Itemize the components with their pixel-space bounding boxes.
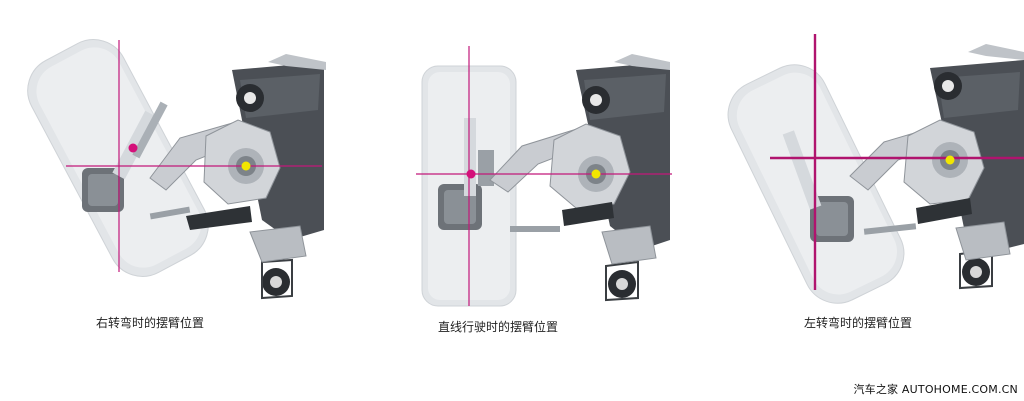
caption-right-turn: 右转弯时的摆臂位置 bbox=[96, 316, 205, 330]
hub-center-dot bbox=[945, 155, 955, 165]
steering-rack-boot bbox=[916, 198, 972, 224]
suspension-diagram-right-turn bbox=[27, 39, 326, 300]
hub-center-dot bbox=[241, 161, 251, 171]
panel-left-turn: 左转弯时的摆臂位置 bbox=[680, 0, 1024, 401]
hub-center-dot bbox=[591, 169, 601, 179]
lower-control-arm bbox=[249, 225, 307, 263]
lower-control-arm bbox=[601, 225, 657, 265]
watermark: 汽车之家 AUTOHOME.COM.CN bbox=[853, 383, 1018, 396]
suspension-diagram-left-turn bbox=[727, 34, 1024, 304]
panel-right-turn: 右转弯时的摆臂位置 bbox=[0, 0, 340, 401]
caption-left-turn: 左转弯时的摆臂位置 bbox=[804, 316, 913, 330]
suspension-diagram-straight bbox=[416, 46, 672, 307]
brake-assembly bbox=[782, 130, 854, 242]
brake-assembly bbox=[438, 118, 494, 230]
caption-straight: 直线行驶时的摆臂位置 bbox=[438, 320, 559, 334]
pivot-point-dot bbox=[128, 143, 138, 153]
pivot-point-dot bbox=[466, 169, 476, 179]
steering-rack-boot bbox=[186, 206, 252, 230]
steering-rack-boot bbox=[562, 202, 614, 226]
panel-straight: 直线行驶时的摆臂位置 bbox=[340, 0, 680, 401]
lower-control-arm bbox=[955, 221, 1011, 261]
